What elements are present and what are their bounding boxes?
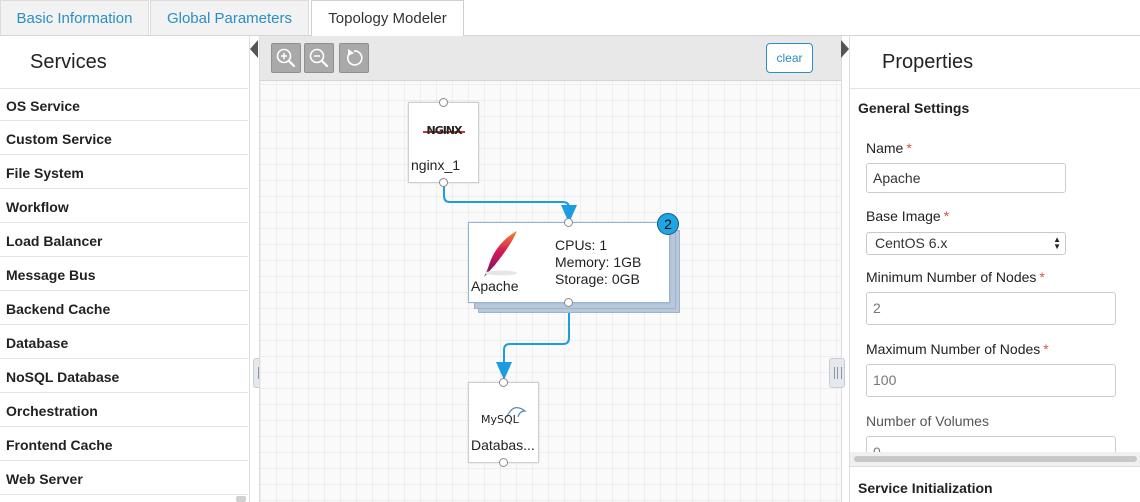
node-apache-input-port[interactable] <box>564 218 573 227</box>
service-item-message-bus[interactable]: Message Bus <box>0 258 248 291</box>
connectors <box>443 182 577 380</box>
node-apache-count-badge: 2 <box>657 213 679 235</box>
node-database[interactable]: MySQL Databas... <box>468 382 539 463</box>
name-label: Name* <box>866 140 912 156</box>
connector-arrow-database <box>496 362 512 380</box>
zoom-out-icon <box>309 48 329 68</box>
reset-icon <box>346 49 363 66</box>
volumes-label: Number of Volumes <box>866 413 989 429</box>
properties-panel: Properties General Settings Name* Apache… <box>849 36 1140 502</box>
node-apache[interactable]: Apache CPUs: 1 Memory: 1GB Storage: 0GB <box>468 222 670 303</box>
zoom-in-icon <box>276 48 296 68</box>
service-item-nosql-database[interactable]: NoSQL Database <box>0 360 248 393</box>
node-nginx-output-port[interactable] <box>439 178 448 187</box>
service-item-web-server[interactable]: Web Server <box>0 462 248 495</box>
node-nginx[interactable]: NGINX nginx_1 <box>408 102 479 183</box>
required-marker: * <box>906 140 912 156</box>
select-arrows-icon: ▲▼ <box>1053 235 1061 251</box>
service-item-orchestration[interactable]: Orchestration <box>0 394 248 427</box>
general-settings-header[interactable]: General Settings <box>850 88 1140 128</box>
collapse-left-icon[interactable] <box>250 40 258 58</box>
nginx-logo: NGINX <box>423 124 465 140</box>
tab-bar: Basic Information Global Parameters Topo… <box>0 0 1140 36</box>
service-item-database[interactable]: Database <box>0 326 248 359</box>
tab-topology-modeler[interactable]: Topology Modeler <box>311 0 464 36</box>
service-item-frontend-cache[interactable]: Frontend Cache <box>0 428 248 461</box>
mysql-logo: MySQL <box>481 405 529 429</box>
properties-scrollbar[interactable] <box>850 452 1140 466</box>
properties-scrollbar-thumb[interactable] <box>854 456 1137 462</box>
min-nodes-input[interactable]: 2 <box>866 292 1116 325</box>
service-initialization-title: Service Initialization <box>858 480 993 496</box>
required-marker: * <box>1039 269 1045 285</box>
service-item-workflow[interactable]: Workflow <box>0 190 248 223</box>
tab-basic-information[interactable]: Basic Information <box>0 0 149 35</box>
connector-apache-database <box>503 302 570 376</box>
node-nginx-input-port[interactable] <box>439 98 448 107</box>
required-marker: * <box>943 208 950 224</box>
node-database-label: Databas... <box>471 437 535 453</box>
volumes-input[interactable]: 0 <box>866 436 1116 452</box>
services-panel: Services OS Service Custom Service File … <box>0 36 250 502</box>
service-initialization-header[interactable]: Service Initialization <box>850 466 1140 502</box>
node-apache-cpus: CPUs: 1 <box>555 237 608 253</box>
service-item-os-service[interactable]: OS Service <box>0 88 248 121</box>
clear-button[interactable]: clear <box>766 43 813 73</box>
node-apache-output-port[interactable] <box>564 298 573 307</box>
name-input[interactable]: Apache <box>866 163 1066 193</box>
topology-canvas[interactable]: clear NGINX nginx_1 <box>259 36 842 502</box>
max-nodes-input[interactable]: 100 <box>866 364 1116 397</box>
canvas-toolbar: clear <box>260 36 841 81</box>
collapse-right-icon[interactable] <box>841 40 849 58</box>
base-image-label: Base Image* <box>866 208 950 224</box>
max-nodes-label: Maximum Number of Nodes* <box>866 341 1049 357</box>
services-scrollbar[interactable] <box>236 496 246 502</box>
node-database-output-port[interactable] <box>499 458 508 467</box>
properties-title: Properties <box>882 51 974 73</box>
node-database-input-port[interactable] <box>499 378 508 387</box>
node-apache-stats: CPUs: 1 Memory: 1GB Storage: 0GB <box>555 237 641 288</box>
min-nodes-label: Minimum Number of Nodes* <box>866 269 1045 285</box>
volumes-input-clip: 0 <box>866 436 1116 452</box>
base-image-select[interactable]: CentOS 6.x ▲▼ <box>866 232 1066 255</box>
reset-view-button[interactable] <box>339 43 369 73</box>
services-title: Services <box>30 51 107 73</box>
required-marker: * <box>1043 341 1049 357</box>
connector-nginx-apache <box>443 182 570 220</box>
zoom-out-button[interactable] <box>304 43 334 73</box>
apache-feather-icon <box>484 231 517 277</box>
node-nginx-label: nginx_1 <box>411 157 461 173</box>
right-splitter-handle[interactable] <box>829 358 845 388</box>
service-item-file-system[interactable]: File System <box>0 156 248 189</box>
service-item-custom-service[interactable]: Custom Service <box>0 122 248 155</box>
general-settings-title: General Settings <box>858 100 970 116</box>
zoom-in-button[interactable] <box>271 43 301 73</box>
connector-arrow-apache <box>561 205 577 223</box>
node-apache-storage: Storage: 0GB <box>555 271 640 287</box>
service-item-load-balancer[interactable]: Load Balancer <box>0 224 248 257</box>
node-apache-label: Apache <box>471 278 519 294</box>
service-item-backend-cache[interactable]: Backend Cache <box>0 292 248 325</box>
tab-global-parameters[interactable]: Global Parameters <box>150 0 309 35</box>
node-apache-memory: Memory: 1GB <box>555 254 642 270</box>
